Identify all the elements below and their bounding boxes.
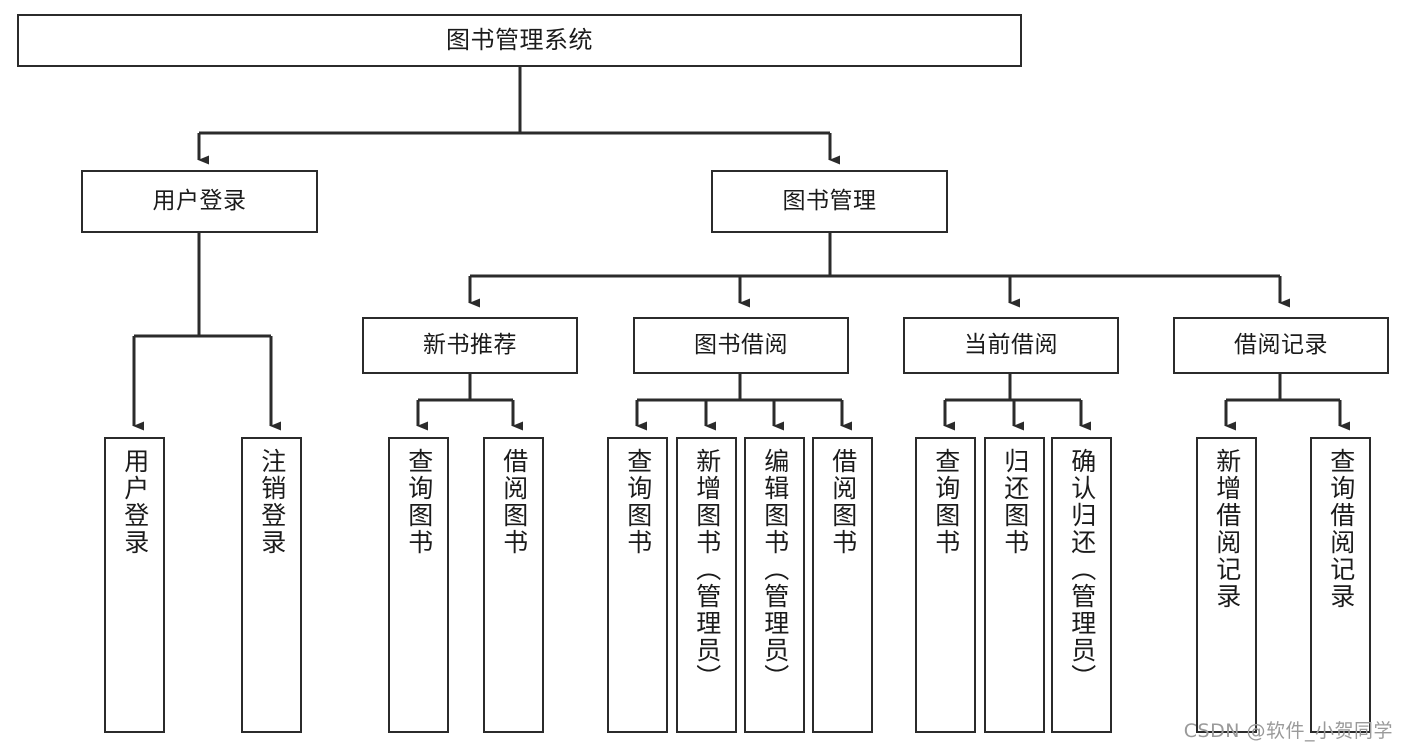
leaf-new-book-borrow-book[interactable]: 借阅图书 bbox=[483, 437, 544, 733]
leaf-current-borrow-return-book[interactable]: 归还图书 bbox=[984, 437, 1045, 733]
node-label: 新增图书（管理员） bbox=[692, 448, 722, 691]
leaf-book-borrow-edit-book-admin[interactable]: 编辑图书（管理员） bbox=[744, 437, 805, 733]
leaf-borrow-record-query-record[interactable]: 查询借阅记录 bbox=[1310, 437, 1371, 733]
node-label: 查询图书 bbox=[623, 448, 653, 556]
node-label: 查询借阅记录 bbox=[1326, 448, 1356, 610]
node-label: 注销登录 bbox=[257, 448, 287, 556]
leaf-current-borrow-query-book[interactable]: 查询图书 bbox=[915, 437, 976, 733]
leaf-book-borrow-borrow-book[interactable]: 借阅图书 bbox=[812, 437, 873, 733]
node-label: 用户登录 bbox=[152, 187, 247, 214]
node-label: 借阅图书 bbox=[828, 448, 858, 556]
node-user-login[interactable]: 用户登录 bbox=[81, 170, 318, 233]
node-label: 查询图书 bbox=[404, 448, 434, 556]
node-label: 图书管理 bbox=[782, 187, 877, 214]
csdn-watermark: CSDN @软件_小贺同学 bbox=[1183, 720, 1393, 742]
node-new-book-recommend[interactable]: 新书推荐 bbox=[362, 317, 578, 374]
node-book-management[interactable]: 图书管理 bbox=[711, 170, 948, 233]
node-label: 借阅记录 bbox=[1234, 331, 1328, 358]
node-borrow-record[interactable]: 借阅记录 bbox=[1173, 317, 1389, 374]
node-label: 查询图书 bbox=[931, 448, 961, 556]
leaf-current-borrow-confirm-return-admin[interactable]: 确认归还（管理员） bbox=[1051, 437, 1112, 733]
leaf-book-borrow-query-book[interactable]: 查询图书 bbox=[607, 437, 668, 733]
node-label: 新增借阅记录 bbox=[1212, 448, 1242, 610]
node-label: 用户登录 bbox=[120, 448, 150, 556]
node-label: 归还图书 bbox=[1000, 448, 1030, 556]
leaf-user-login-logout[interactable]: 注销登录 bbox=[241, 437, 302, 733]
leaf-book-borrow-add-book-admin[interactable]: 新增图书（管理员） bbox=[676, 437, 737, 733]
node-label: 确认归还（管理员） bbox=[1067, 448, 1097, 691]
leaf-borrow-record-add-record[interactable]: 新增借阅记录 bbox=[1196, 437, 1257, 733]
node-label: 借阅图书 bbox=[499, 448, 529, 556]
node-root-book-management-system[interactable]: 图书管理系统 bbox=[17, 14, 1022, 67]
node-label: 新书推荐 bbox=[423, 331, 517, 358]
node-label: 图书管理系统 bbox=[446, 26, 593, 55]
leaf-user-login-login[interactable]: 用户登录 bbox=[104, 437, 165, 733]
node-current-borrow[interactable]: 当前借阅 bbox=[903, 317, 1119, 374]
node-book-borrow[interactable]: 图书借阅 bbox=[633, 317, 849, 374]
node-label: 编辑图书（管理员） bbox=[760, 448, 790, 691]
node-label: 当前借阅 bbox=[964, 331, 1058, 358]
leaf-new-book-query-book[interactable]: 查询图书 bbox=[388, 437, 449, 733]
node-label: 图书借阅 bbox=[694, 331, 788, 358]
